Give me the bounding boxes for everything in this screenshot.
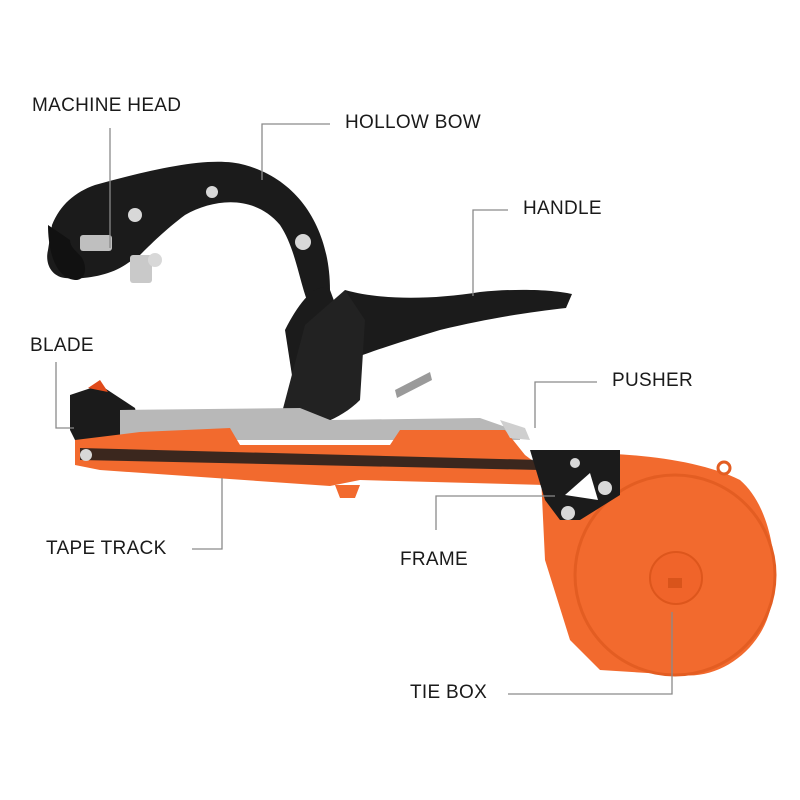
handle-lever: [345, 289, 572, 358]
machine-head-tip: [48, 225, 86, 281]
head-rivet: [128, 208, 142, 222]
head-metal-tab: [130, 255, 152, 283]
label-machine-head: MACHINE HEAD: [32, 95, 182, 116]
bow-rivet: [295, 234, 311, 250]
blade-edge: [88, 380, 108, 392]
hollow-bow: [47, 161, 330, 320]
frame-rivet: [570, 458, 580, 468]
label-hollow-bow: HOLLOW BOW: [345, 112, 482, 133]
label-handle: HANDLE: [523, 198, 602, 219]
head-rivet: [148, 253, 162, 267]
pusher: [500, 420, 530, 440]
frame-bracket: [530, 450, 620, 520]
head-metal-clip: [80, 235, 112, 251]
label-tape-track: TAPE TRACK: [46, 538, 167, 559]
tie-box-hub-slot: [668, 578, 682, 588]
frame-rivet: [598, 481, 612, 495]
leader-blade: [55, 362, 74, 429]
leader-lines: [55, 123, 673, 695]
handle-spring: [395, 372, 432, 398]
leader-hollow-bow: [261, 123, 330, 180]
label-tie-box: TIE BOX: [410, 682, 488, 703]
handle-assembly: [280, 289, 572, 432]
track-foot: [335, 485, 360, 498]
bow-rivet: [206, 186, 218, 198]
track-rivet: [80, 449, 92, 461]
frame-rivet: [561, 506, 575, 520]
leader-pusher: [534, 381, 597, 428]
label-blade: BLADE: [30, 335, 94, 356]
tape-track-assembly: [70, 380, 545, 498]
label-pusher: PUSHER: [612, 370, 693, 391]
tape-track-black-rail: [80, 448, 540, 470]
label-frame: FRAME: [400, 549, 468, 570]
frame-triangle: [565, 473, 598, 500]
tie-box-tab-hole: [716, 460, 732, 476]
tie-box-assembly: [530, 450, 777, 677]
leader-frame: [435, 495, 555, 530]
leader-tie-box: [508, 612, 673, 695]
handle-grip-body: [280, 290, 365, 432]
leader-tape-track: [192, 478, 223, 550]
leader-handle: [472, 209, 508, 296]
